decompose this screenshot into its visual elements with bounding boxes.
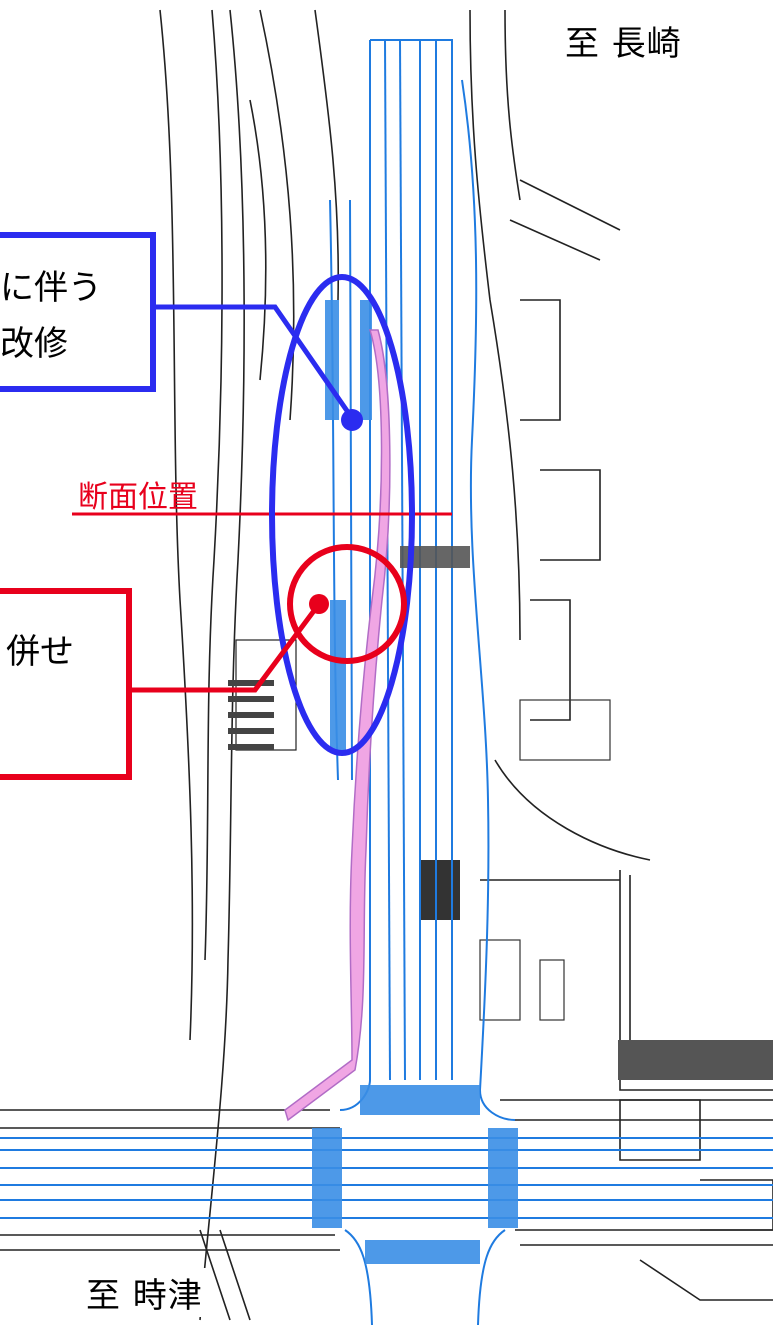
blue-callout-line2: 改修	[0, 324, 68, 364]
red-callout-line1: 併せ	[6, 632, 74, 672]
blue-callout-line1: に伴う	[0, 268, 102, 308]
red-leader-line	[122, 602, 322, 693]
red-highlight-circle	[287, 544, 407, 664]
base-map-linework	[0, 9, 773, 1321]
building-hatching	[228, 639, 773, 1080]
section-position-label: 断面位置	[78, 480, 198, 515]
sidewalk-highlight	[284, 329, 391, 1122]
blue-leader-dot	[341, 409, 363, 431]
red-leader-dot	[309, 594, 329, 614]
red-callout-box: 併せ	[0, 588, 132, 780]
blue-callout-box: に伴う 改修	[0, 232, 156, 392]
destination-south-label: 至 時津	[80, 1268, 209, 1317]
blue-leader-line	[150, 304, 355, 420]
blue-highlight-ellipse	[269, 274, 415, 756]
destination-north-label: 至 長崎	[565, 24, 682, 64]
crosswalks	[312, 300, 518, 1264]
